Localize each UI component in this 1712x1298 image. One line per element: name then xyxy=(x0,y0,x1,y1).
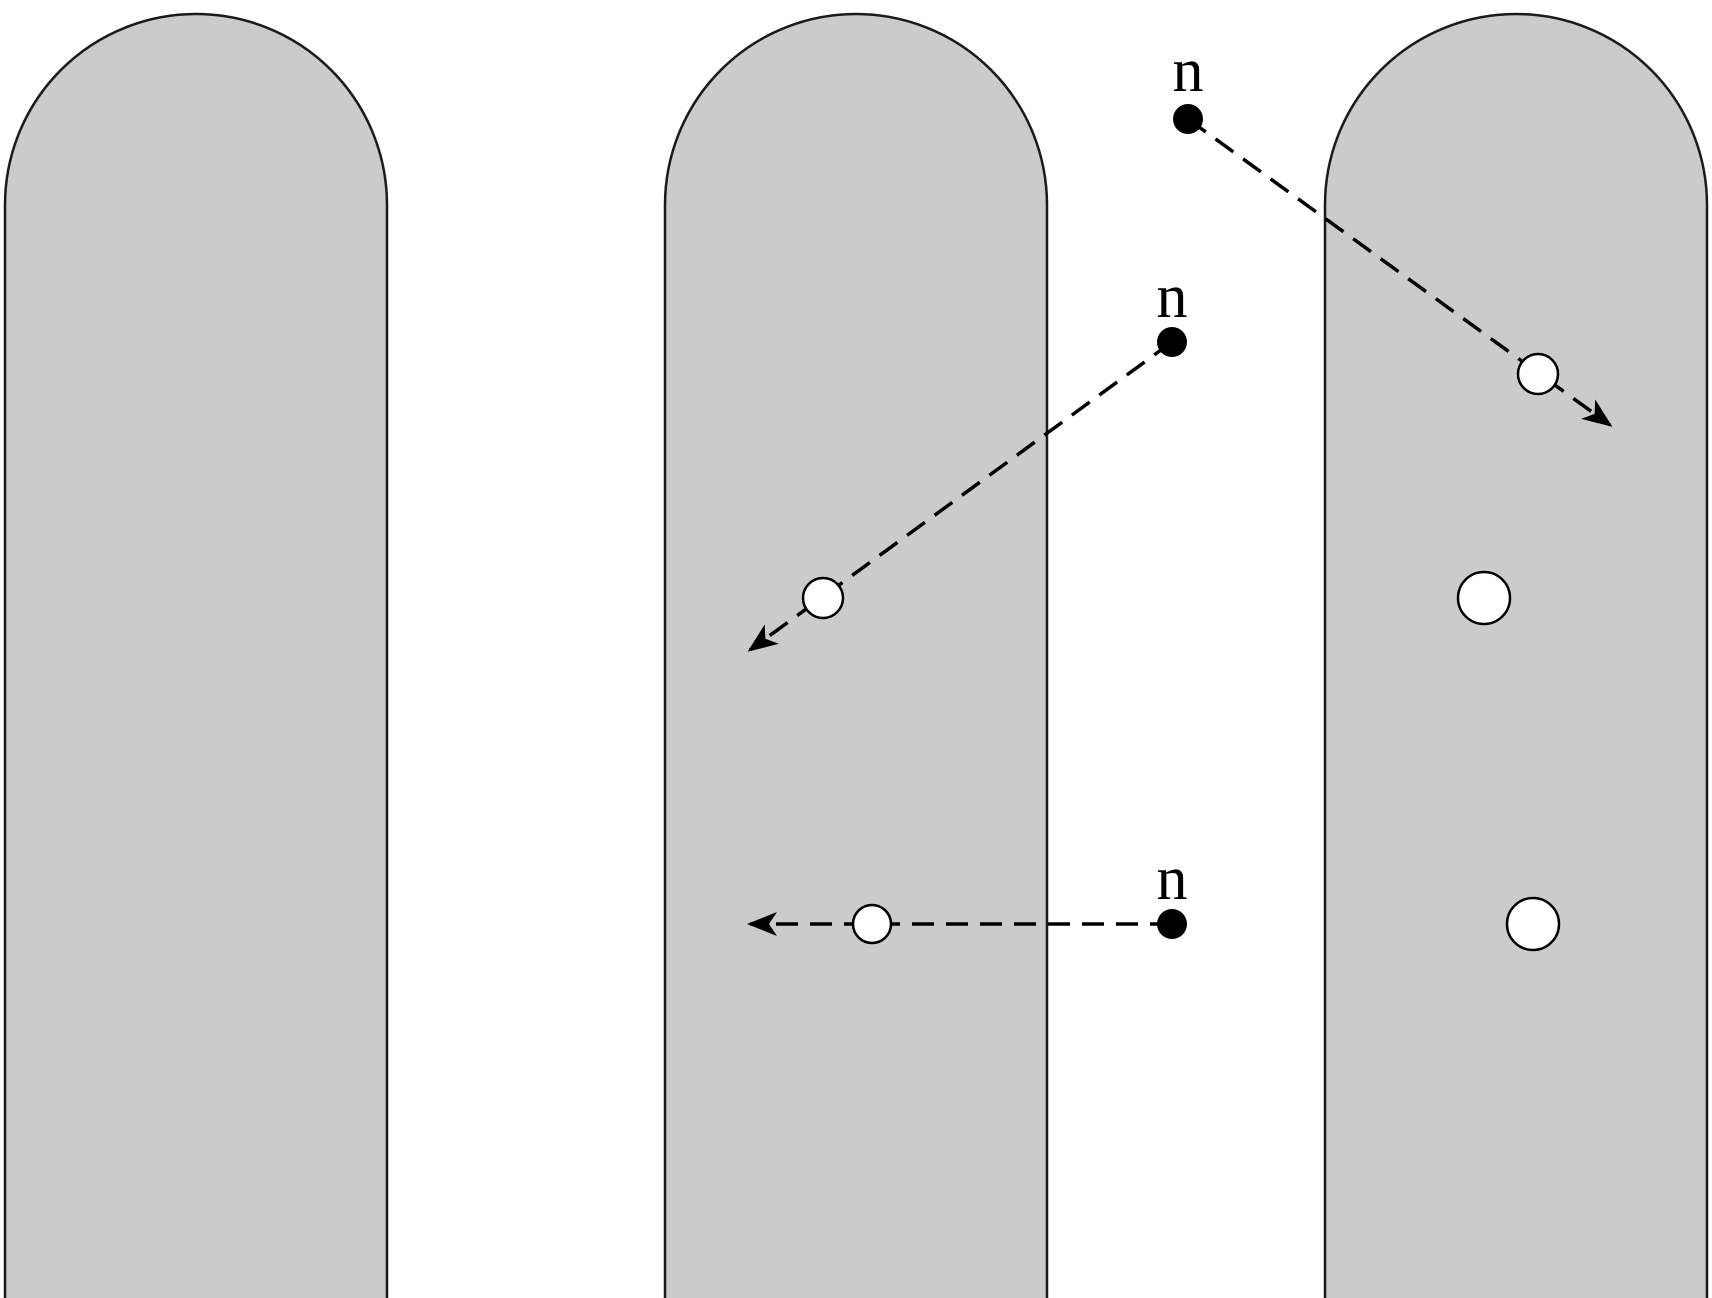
vacancy-top-right xyxy=(1516,352,1560,396)
neutron-label-top: n xyxy=(1173,37,1204,105)
vacancy-bottom xyxy=(851,903,893,945)
trajectory-middle xyxy=(747,340,1174,652)
pillar-left xyxy=(3,12,389,1298)
neutron-label-middle: n xyxy=(1157,263,1188,331)
neutron-middle xyxy=(1157,327,1187,357)
trajectory-top xyxy=(1186,117,1613,427)
vacancy-middle xyxy=(801,576,845,620)
vacancy-right-bottom xyxy=(1505,896,1561,952)
vacancy-right-middle xyxy=(1456,570,1512,626)
neutron-bottom xyxy=(1157,909,1187,939)
pillar-right xyxy=(1323,12,1709,1298)
neutron-top xyxy=(1173,104,1203,134)
pillar-middle xyxy=(663,12,1049,1298)
neutron-label-bottom: n xyxy=(1157,845,1188,913)
